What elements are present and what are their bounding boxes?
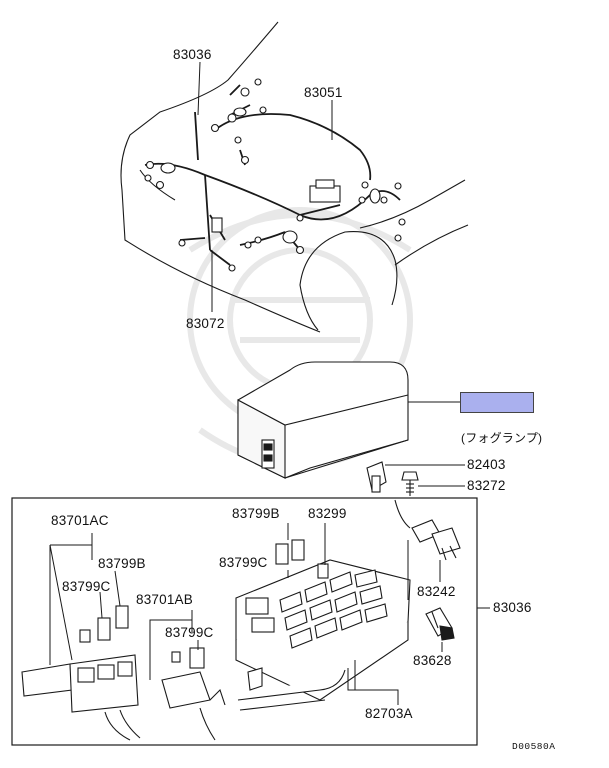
diagram-code: D00580A	[512, 741, 556, 752]
connector-83242	[394, 499, 461, 561]
label-82403: 82403	[467, 457, 506, 472]
label-83299: 83299	[308, 506, 347, 521]
bolt-83272	[401, 471, 419, 496]
mid-assembly-leaders	[149, 610, 199, 680]
leader-83242	[407, 540, 441, 600]
harness-connectors	[144, 78, 406, 272]
fuse-82403	[366, 461, 387, 493]
left-assembly-leaders	[49, 533, 121, 665]
relay-box-cover	[237, 361, 409, 479]
label-83799C-top: 83799C	[219, 555, 268, 570]
label-82703A: 82703A	[365, 706, 413, 721]
wiring-harness	[144, 84, 401, 266]
label-83072: 83072	[186, 316, 225, 331]
label-83799B-top: 83799B	[232, 506, 280, 521]
label-83701AC: 83701AC	[51, 513, 109, 528]
main-fuse-block	[235, 539, 411, 711]
leader-lines-top	[197, 61, 333, 312]
label-fog-lamp: (フォグランプ)	[461, 431, 543, 445]
label-83036-top: 83036	[173, 47, 212, 62]
detail-box	[11, 497, 478, 746]
label-83051: 83051	[304, 85, 343, 100]
label-83272: 83272	[467, 478, 506, 493]
car-body-outline	[120, 21, 469, 333]
label-83036-right: 83036	[493, 600, 532, 615]
label-83242: 83242	[417, 584, 456, 599]
highlight-box	[460, 392, 534, 413]
left-relay-holder	[21, 605, 141, 741]
label-83628: 83628	[413, 653, 452, 668]
label-83701AB: 83701AB	[136, 592, 193, 607]
mid-relay-holder	[161, 647, 226, 741]
fuse-block-leaders	[287, 523, 399, 705]
leader-lines-mid	[385, 464, 465, 487]
label-83799C-mid: 83799C	[165, 625, 214, 640]
sensor-83628	[425, 607, 455, 641]
label-83799B-left: 83799B	[98, 556, 146, 571]
label-83799C-left: 83799C	[62, 579, 111, 594]
